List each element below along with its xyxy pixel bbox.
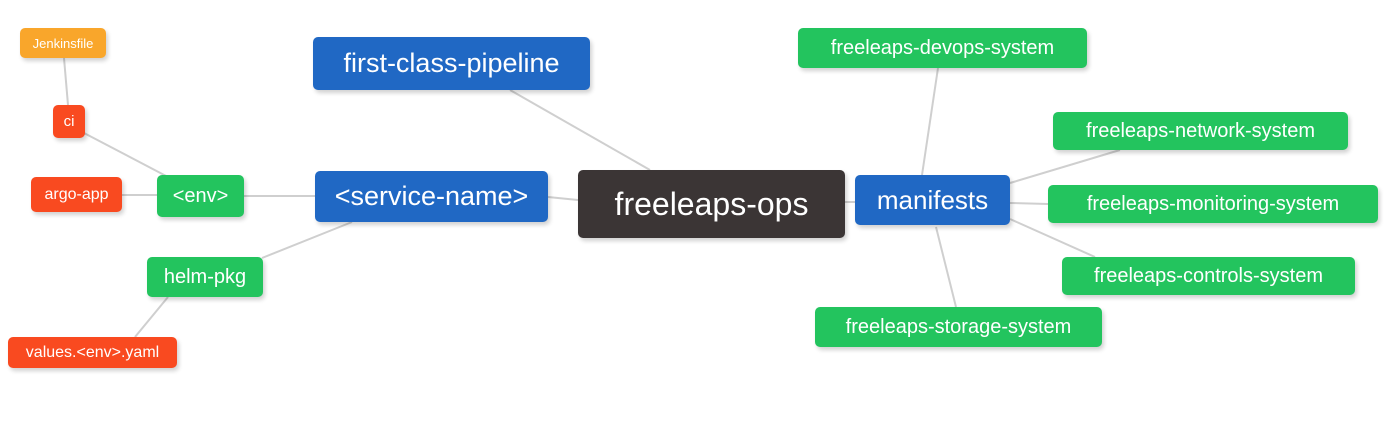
node-ci[interactable]: ci xyxy=(53,105,85,138)
node-freeleaps-controls-system[interactable]: freeleaps-controls-system xyxy=(1062,257,1355,295)
node-freeleaps-network-system[interactable]: freeleaps-network-system xyxy=(1053,112,1348,150)
node-argo-app[interactable]: argo-app xyxy=(31,177,122,212)
node-freeleaps-devops-system[interactable]: freeleaps-devops-system xyxy=(798,28,1087,68)
edge-manifests-controls xyxy=(1009,218,1096,258)
node-manifests[interactable]: manifests xyxy=(855,175,1010,225)
edge-servicename-ops xyxy=(547,196,579,201)
node-service-name[interactable]: <service-name> xyxy=(315,171,548,222)
node-env[interactable]: <env> xyxy=(157,175,244,217)
edge-ci-env xyxy=(83,132,169,178)
node-freeleaps-monitoring-system[interactable]: freeleaps-monitoring-system xyxy=(1048,185,1378,223)
node-freeleaps-storage-system[interactable]: freeleaps-storage-system xyxy=(815,307,1102,347)
edge-pipeline-ops xyxy=(509,89,651,171)
edge-servicename-helmpkg xyxy=(261,221,353,259)
node-values-env-yaml[interactable]: values.<env>.yaml xyxy=(8,337,177,368)
edge-manifests-storage xyxy=(935,226,957,308)
edge-helmpkg-values xyxy=(134,296,169,338)
node-helm-pkg[interactable]: helm-pkg xyxy=(147,257,263,297)
edge-manifests-network xyxy=(1009,149,1121,184)
node-jenkinsfile[interactable]: Jenkinsfile xyxy=(20,28,106,58)
edge-jenkinsfile-ci xyxy=(63,57,69,106)
edge-manifests-monitoring xyxy=(1009,202,1049,205)
node-first-class-pipeline[interactable]: first-class-pipeline xyxy=(313,37,590,90)
edge-manifests-devops xyxy=(921,67,939,176)
node-freeleaps-ops[interactable]: freeleaps-ops xyxy=(578,170,845,238)
